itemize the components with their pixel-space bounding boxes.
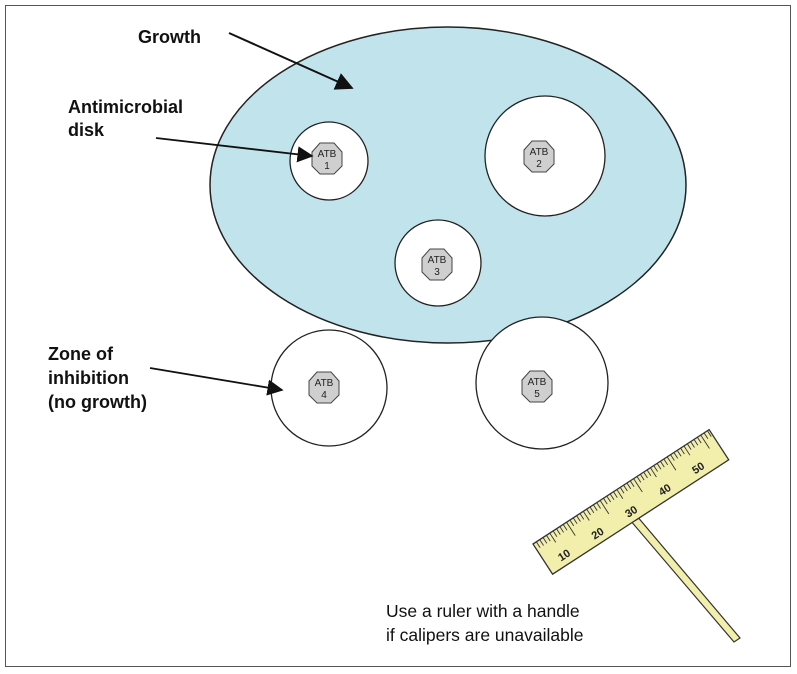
ruler-tick [693,439,699,446]
ruler-number-40: 40 [657,482,674,499]
ruler-tick [663,458,669,466]
ruler-tick [552,530,558,538]
ruler-tick [646,469,652,477]
ruler-tick [697,437,702,444]
ruler-tick [700,434,710,449]
ruler-tick [559,526,565,533]
antimicrobial-disk-1: ATB 1 [311,142,343,175]
ruler: 10 20 30 40 50 [532,428,730,576]
ruler-tick [609,493,615,501]
disk-4-code: ATB [315,378,334,389]
ruler-tick [589,506,595,514]
disk-4-number: 4 [321,390,327,401]
ruler-tick [539,539,544,546]
ruler-tick [613,491,618,498]
ruler-tick [576,515,581,522]
ruler-tick [586,508,591,516]
ruler-tick [535,541,541,548]
ruler-body [532,428,730,576]
ruler-tick [660,460,665,468]
ruler-tick [593,504,598,511]
ruler-tick [569,519,575,527]
ruler-tick [616,489,624,500]
label-zone-line1: Zone of [48,344,114,364]
disk-3-code: ATB [428,255,447,266]
ruler-tick [572,517,578,524]
ruler-tick [626,482,632,490]
ruler-tick [650,467,657,478]
ruler-tick [566,521,576,536]
ruler-tick [656,463,662,470]
ruler-tick [643,471,648,479]
antimicrobial-disk-2: ATB 2 [523,140,555,173]
ruler-number-30: 30 [623,504,640,521]
ruler-tick [579,513,585,520]
ruler-tick [686,443,692,450]
arrow-growth [228,32,354,90]
ruler-tick [596,502,601,509]
label-zone-line3: (no growth) [48,392,147,412]
ruler-tick [549,532,557,543]
ruler-tick [639,474,645,481]
ruler-number-50: 50 [690,460,707,477]
ruler-ticks [532,430,712,558]
arrow-zone-of-inhibition [149,367,284,396]
ruler-tick [603,498,608,505]
disk-2-code: ATB [530,147,549,158]
disk-1-code: ATB [318,149,337,160]
label-antimicrobial-line1: Antimicrobial [68,97,183,117]
ruler-tick [680,447,685,455]
label-growth: Growth [138,27,201,47]
antimicrobial-disk-5: ATB 5 [521,370,553,403]
ruler-tick [606,495,611,503]
disk-3-number: 3 [434,267,440,278]
ruler-tick [562,524,568,531]
disk-5-number: 5 [534,389,540,400]
ruler-number-20: 20 [590,526,607,543]
ruler-tick [542,537,548,544]
arrow-antimicrobial-disk [155,137,314,163]
ruler-tick [532,543,543,558]
ruler-note-line1: Use a ruler with a handle [386,601,580,621]
ruler-tick [683,445,691,456]
antimicrobial-disk-3: ATB 3 [421,248,453,281]
label-zone-line2: inhibition [48,368,129,388]
ruler-tick [690,441,695,448]
ruler-tick [623,484,628,492]
disk-1-number: 1 [324,161,330,172]
disk-5-code: ATB [528,377,547,388]
ruler-tick [629,480,635,487]
antimicrobial-disk-4: ATB 4 [308,371,340,404]
ruler-tick [673,452,679,459]
label-antimicrobial-line2: disk [68,120,105,140]
ruler-tick [633,478,643,493]
ruler-tick [707,430,712,437]
ruler-tick [703,432,709,440]
ruler-tick [546,535,551,542]
disk-2-number: 2 [536,159,542,170]
ruler-tick [619,487,625,494]
ruler-tick [676,450,682,457]
ruler-tick [670,454,675,461]
ruler-tick [599,500,610,515]
ruler-note-line2: if calipers are unavailable [386,625,583,645]
ruler-tick [582,511,590,521]
ruler-number-10: 10 [556,547,573,564]
ruler-tick [636,476,642,483]
ruler-handle [629,514,741,643]
ruler-tick [666,456,677,471]
ruler-tick [653,465,658,472]
ruler-tick [556,528,561,535]
